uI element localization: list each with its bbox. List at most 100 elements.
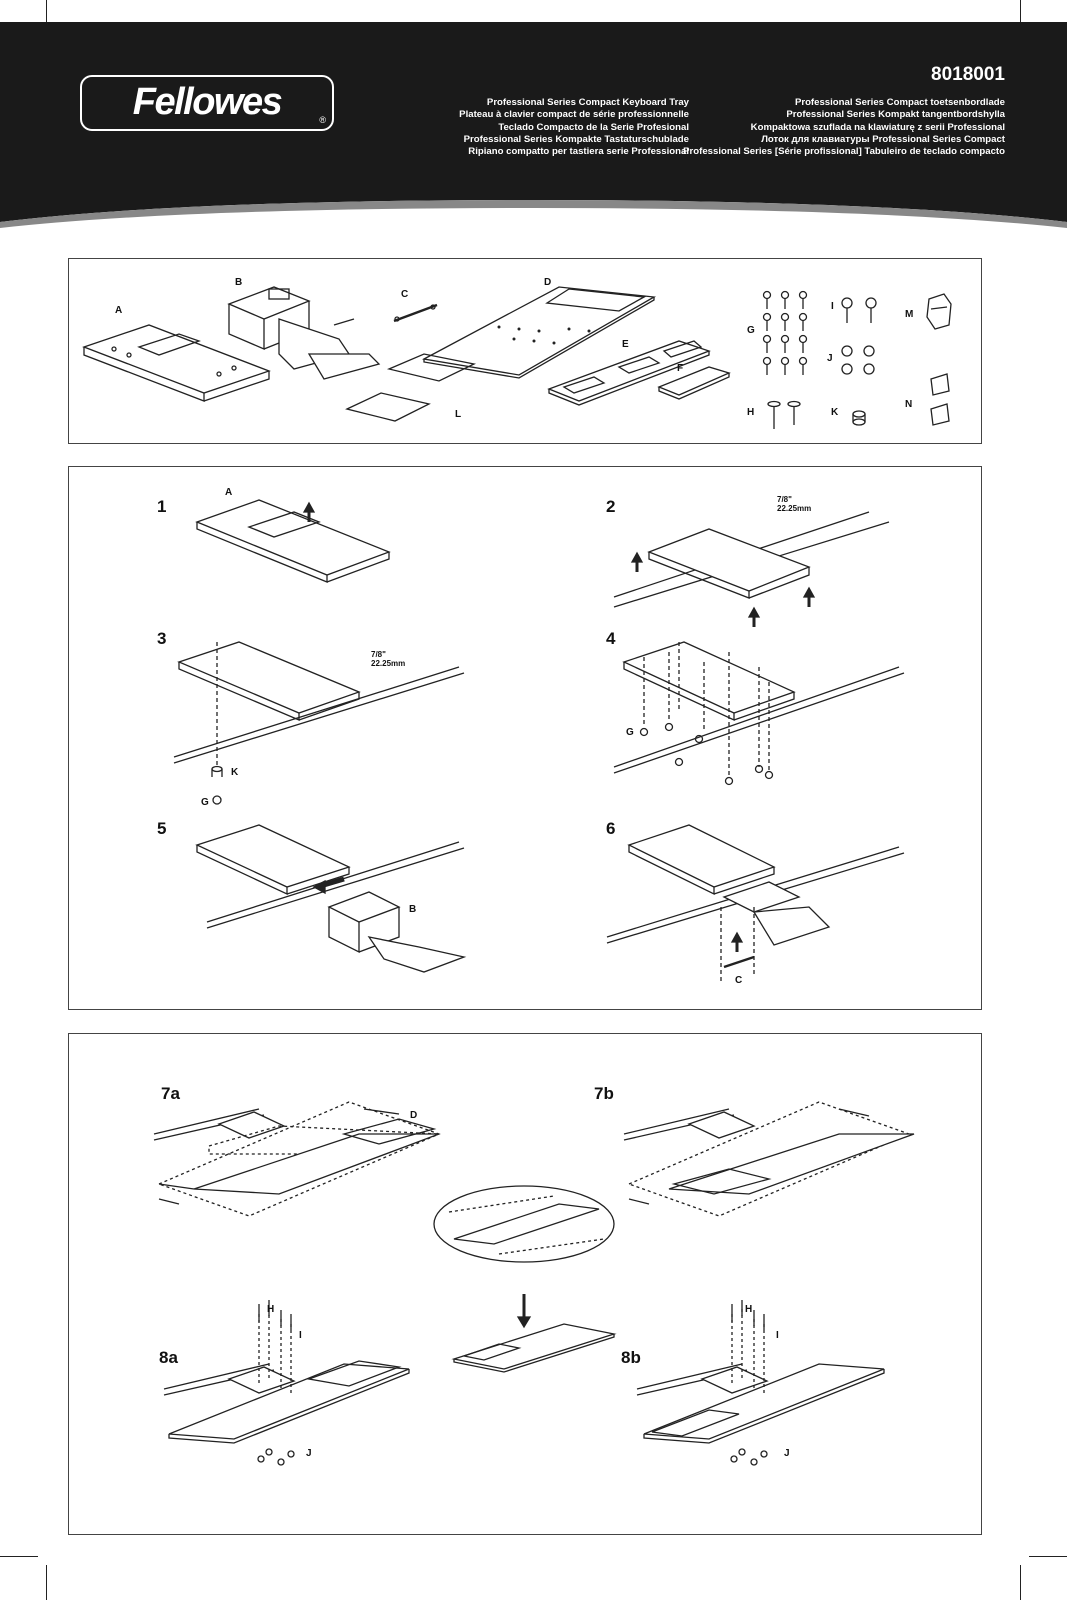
step3-label-k: K [231, 767, 239, 778]
part-label-n: N [905, 399, 913, 410]
parts-illustration [82, 286, 952, 429]
part-f-small-rest [657, 366, 731, 400]
steps-panel-1-6: 1 A 2 7/8" 22.25mm 3 7/8" 22.25mm K G 4 … [68, 466, 982, 1010]
title-line: Professional Series Kompakte Tastatursch… [463, 133, 689, 145]
step-number-6: 6 [606, 819, 616, 838]
part-l-pads [345, 353, 477, 422]
screw-head [780, 334, 790, 344]
screw-head [798, 312, 808, 322]
part-m-clip [926, 293, 952, 330]
title-line: Kompaktowa szuflada na klawiaturę z seri… [750, 121, 1005, 133]
step8a-label-i: I [299, 1330, 302, 1341]
screw-head [762, 312, 772, 322]
step2-rail-desk [613, 511, 890, 627]
step4-label-g: G [626, 727, 634, 738]
part-label-c: C [401, 289, 409, 300]
crop-mark [0, 1556, 38, 1557]
measurement-mm: 22.25mm [371, 659, 406, 668]
part-label-b: B [235, 277, 243, 288]
part-h-screws [767, 400, 801, 429]
part-e-palm-rest [547, 340, 711, 406]
step7b-platform-right [623, 1101, 915, 1217]
part-d-keyboard-platform [422, 286, 657, 379]
part-label-j: J [827, 353, 833, 364]
step8a-label-j: J [306, 1448, 312, 1459]
step5-label-b: B [409, 904, 417, 915]
part-c-bracket [393, 303, 438, 323]
part-b-mechanism [227, 286, 381, 380]
steps-panel-7-8: 7a D 7b 8a H I J 8b H I J [68, 1033, 982, 1535]
step6-label-c: C [735, 975, 743, 986]
screw-head [798, 334, 808, 344]
part-k-spacer [852, 410, 866, 426]
part-j-nuts [841, 345, 875, 375]
step-number-4: 4 [606, 629, 616, 648]
crop-mark [1020, 0, 1021, 22]
step-number-8a: 8a [159, 1348, 178, 1367]
product-titles-right: Professional Series Compact toetsenbordl… [683, 97, 1005, 158]
step-number-7a: 7a [161, 1084, 180, 1103]
step-number-7b: 7b [594, 1084, 614, 1103]
crop-mark [46, 0, 47, 22]
screw-head [780, 356, 790, 366]
registered-mark: ® [319, 115, 326, 125]
step7a-platform-left [153, 1101, 441, 1217]
crop-mark [1020, 1565, 1021, 1600]
model-number: 8018001 [931, 64, 1005, 85]
part-label-l: L [455, 409, 462, 420]
parts-panel: A B C D E F G H I J K L M N [68, 258, 982, 444]
step4-rail-screws [613, 641, 905, 786]
title-line: Teclado Compacto de la Serie Profesional [498, 121, 689, 133]
step-number-2: 2 [606, 497, 616, 516]
part-g-screws [762, 290, 808, 375]
part-a-rail-plate [82, 324, 271, 402]
screw-head [762, 290, 772, 300]
title-line: Professional Series [Série profissional]… [683, 146, 1005, 158]
step8b-secured-right [636, 1300, 885, 1466]
title-line: Plateau à clavier compact de série profe… [459, 109, 689, 121]
measurement-inches: 7/8" [371, 650, 386, 659]
product-titles-left: Professional Series Compact Keyboard Tra… [459, 97, 689, 158]
step5-insert-mechanism [195, 824, 467, 973]
tray-orientation-illustration [153, 1101, 915, 1466]
crop-mark [1029, 1556, 1067, 1557]
step-number-3: 3 [157, 629, 167, 648]
step8a-label-h: H [267, 1304, 275, 1315]
part-label-i: I [831, 301, 834, 312]
step6-attach-bracket [606, 824, 905, 982]
title-line: Ripiano compatto per tastiera serie Prof… [468, 146, 689, 158]
part-label-e: E [622, 339, 629, 350]
rotation-diagram [433, 1185, 617, 1373]
part-label-k: K [831, 407, 839, 418]
step2-measurement: 7/8" 22.25mm [777, 495, 811, 513]
step8b-label-j: J [784, 1448, 790, 1459]
step3-label-g: G [201, 797, 209, 808]
step7a-label-d: D [410, 1110, 418, 1121]
step3-rail-desk [173, 641, 465, 805]
step3-measurement: 7/8" 22.25mm [371, 650, 405, 668]
step8b-label-i: I [776, 1330, 779, 1341]
screw-head [780, 312, 790, 322]
header-background [0, 22, 1067, 228]
part-label-m: M [905, 309, 914, 320]
part-label-a: A [115, 305, 123, 316]
title-line: Лоток для клавиатуры Professional Series… [761, 133, 1005, 145]
steps-illustration [173, 499, 905, 982]
step8b-label-h: H [745, 1304, 753, 1315]
fellowes-logo: Fellowes ® [80, 75, 334, 131]
title-line: Professional Series Compact toetsenbordl… [794, 97, 1005, 108]
part-n-clips [930, 373, 950, 426]
screw-head [762, 334, 772, 344]
step1-label-a: A [225, 487, 233, 498]
screw-head [798, 356, 808, 366]
part-label-d: D [544, 277, 552, 288]
title-line: Professional Series Kompakt tangentbords… [786, 109, 1005, 121]
measurement-inches: 7/8" [777, 495, 792, 504]
screw-head [762, 356, 772, 366]
part-label-h: H [747, 407, 755, 418]
header-banner [0, 22, 1067, 232]
crop-mark [46, 1565, 47, 1600]
step-number-8b: 8b [621, 1348, 641, 1367]
logo-text: Fellowes [132, 81, 283, 123]
screw-head [798, 290, 808, 300]
